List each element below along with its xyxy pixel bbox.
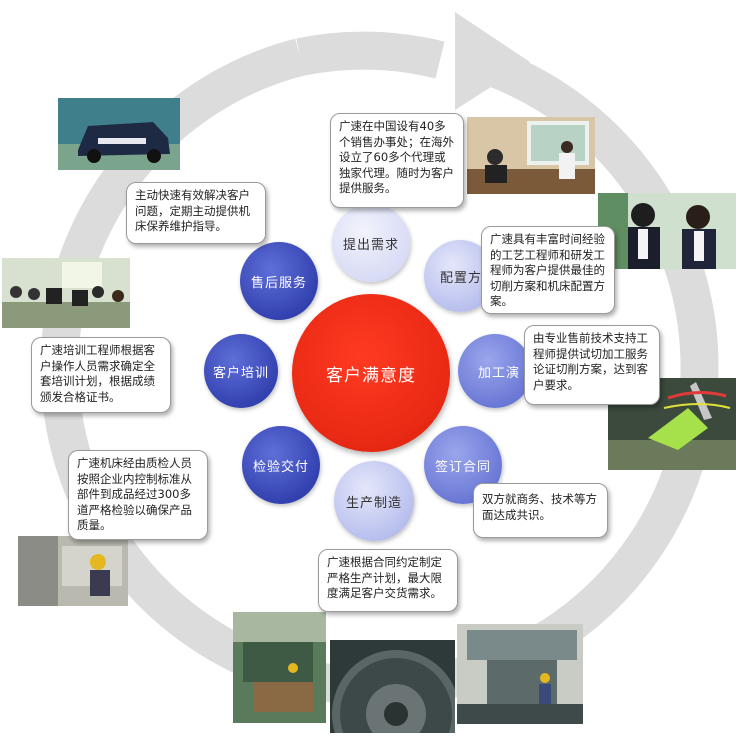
discussion-photo <box>598 193 736 269</box>
callout-aftersales: 主动快速有效解决客户问题，定期主动提供机床保养维护指导。 <box>126 182 266 244</box>
gear-photo <box>330 640 455 733</box>
customer-satisfaction-center: 客户满意度 <box>292 294 450 452</box>
node-demo: 加工演 <box>458 334 532 408</box>
callout-config: 广速具有丰富时间经验的工艺工程师和研发工程师为客户提供最佳的切削方案和机床配置方… <box>481 226 615 314</box>
node-inspection: 检验交付 <box>242 426 320 504</box>
training-room-photo <box>2 258 130 328</box>
callout-demand: 广速在中国设有40多个销售办事处；在海外设立了60多个代理或独家代理。随时为客户… <box>330 113 464 208</box>
callout-contract: 双方就商务、技术等方面达成共识。 <box>473 483 608 538</box>
callout-inspection: 广速机床经由质检人员按照企业内控制标准从部件到成品经过300多道严格检验以确保产… <box>68 450 208 540</box>
node-demand: 提出需求 <box>332 204 410 282</box>
callout-training: 广速培训工程师根据客户操作人员需求确定全套培训计划，根据成绩颁发合格证书。 <box>31 337 171 413</box>
node-production: 生产制造 <box>334 461 414 541</box>
machine-tool-photo <box>457 624 583 724</box>
node-aftersales: 售后服务 <box>240 242 318 320</box>
callout-demo: 由专业售前技术支持工程师提供试切加工服务论证切削方案，达到客户要求。 <box>524 325 660 405</box>
van-photo <box>58 98 180 170</box>
factory-photo <box>233 612 326 723</box>
node-training: 客户培训 <box>204 334 278 408</box>
meeting-photo <box>467 117 595 194</box>
inspection-photo <box>18 536 128 606</box>
callout-production: 广速根据合同约定制定严格生产计划，最大限度满足客户交货需求。 <box>318 549 458 612</box>
